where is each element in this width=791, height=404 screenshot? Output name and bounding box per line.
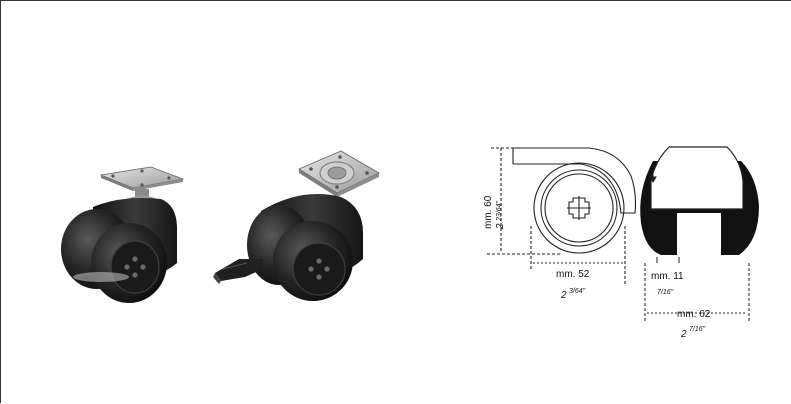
mounting-plate-2 — [298, 150, 380, 197]
wheel-hub — [110, 240, 160, 294]
upper-housing — [650, 146, 744, 210]
width-mm-label: mm. 52 — [556, 269, 590, 280]
mounting-plate — [99, 166, 185, 191]
height-mm-label: mm. 60 — [483, 195, 494, 229]
total-inch-frac: 7/16" — [689, 326, 706, 333]
gap-arrows — [644, 170, 750, 323]
center-bore — [685, 213, 713, 261]
height-inch-whole: 2 — [495, 223, 506, 230]
height-dimension: mm. 60 2 23/64" — [483, 195, 506, 230]
hub-cross — [567, 196, 591, 220]
brake-pedal — [213, 259, 263, 284]
front-view-drawing — [640, 146, 759, 323]
housing-outline — [513, 147, 637, 214]
hub-holes-2 — [308, 258, 330, 280]
width-inch-whole: 2 — [560, 290, 567, 301]
wheel-outer-circle — [533, 162, 625, 254]
total-inch-whole: 2 — [680, 329, 687, 340]
height-inch-frac: 23/64" — [496, 200, 503, 222]
caster-photo-2 — [213, 150, 380, 301]
width-inch-frac: 3/64" — [569, 288, 586, 295]
caster-photo-1 — [61, 166, 185, 303]
total-mm-label: mm. 62 — [677, 309, 711, 320]
side-view-drawing — [487, 147, 637, 286]
wheel-hub-2 — [292, 242, 346, 296]
gap-inch-frac: 7/16" — [657, 289, 674, 296]
hub-holes — [124, 256, 146, 278]
gap-mm-label: mm. 11 — [651, 271, 684, 282]
